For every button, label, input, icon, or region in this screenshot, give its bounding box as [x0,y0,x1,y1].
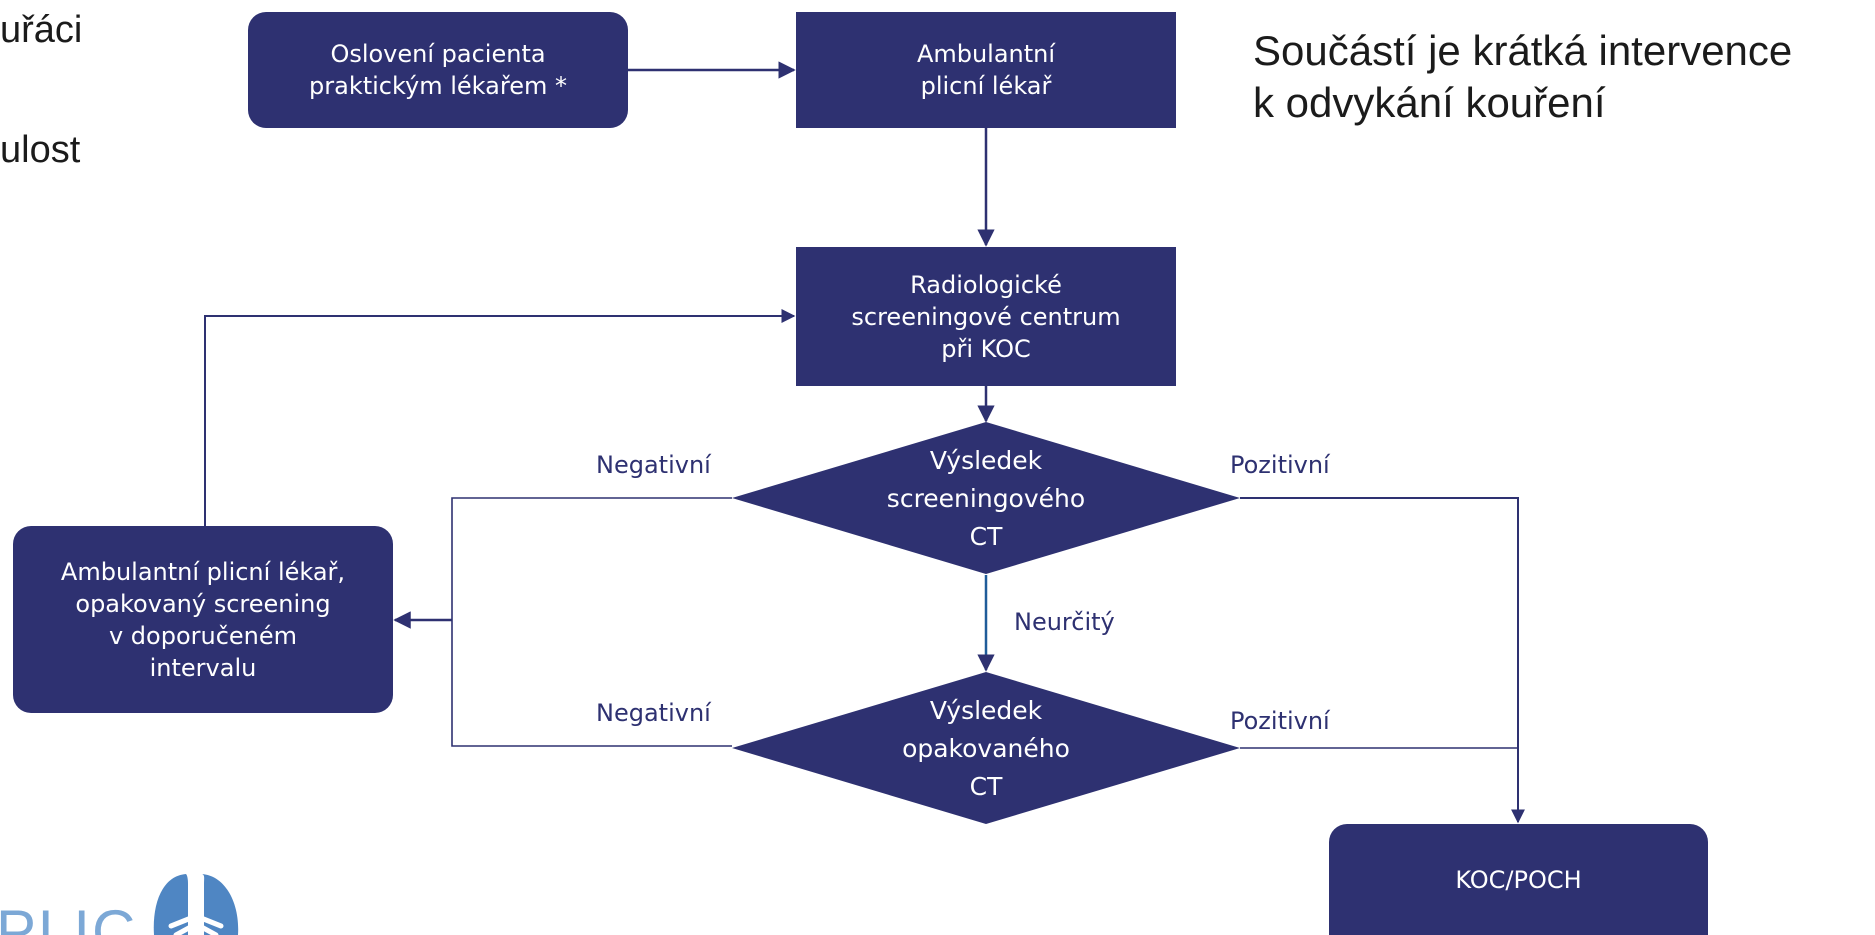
node-followup-line-1: Ambulantní plicní lékař, [60,557,346,586]
node-radiology-center-line-2: screeningové centrum [851,302,1121,331]
diamond-screening-ct [732,422,1240,574]
diamond-screening-ct-line-3: CT [969,522,1003,551]
node-koc-poch-label: KOC/POCH [1455,865,1582,894]
connector-followup-to-radiology [204,309,796,526]
node-gp-contact: Oslovení pacienta praktickým lékařem * [248,12,628,128]
edge-label-positive-1: Pozitivní [1230,451,1330,479]
node-koc-poch: KOC/POCH [1329,824,1708,935]
cutoff-text-bottom: ulost [0,129,81,171]
node-radiology-center-line-1: Radiologické [910,270,1062,299]
diamond-screening-ct-label: Výsledek screeningového CT [866,442,1106,556]
node-pulmonologist-line-2: plicní lékař [920,72,1052,100]
node-gp-contact-line-1: Oslovení pacienta [330,40,546,68]
intervention-note: Součástí je krátká intervence k odvykání… [1253,25,1863,129]
node-pulmonologist: Ambulantní plicní lékař [796,12,1176,128]
diamond-repeat-ct-line-2: opakovaného [902,734,1070,763]
connector-screening-negative [451,497,732,747]
connector-screening-positive [1240,497,1525,824]
diamond-repeat-ct [732,672,1240,824]
note-line-1: Součástí je krátká intervence [1253,27,1793,74]
edge-label-indeterminate: Neurčitý [1014,608,1115,636]
edge-label-negative-2: Negativní [596,699,711,727]
cutoff-text-top: uřáci [0,9,83,51]
diamond-screening-ct-line-1: Výsledek [929,446,1043,475]
edge-label-negative-1: Negativní [596,451,711,479]
node-radiology-center-line-3: při KOC [941,334,1031,363]
edge-label-positive-2: Pozitivní [1230,707,1330,735]
diamond-screening-ct-line-2: screeningového [886,484,1086,513]
organization-logo: PLIC [0,868,260,935]
diamond-repeat-ct-line-3: CT [969,772,1003,801]
node-followup: Ambulantní plicní lékař, opakovaný scree… [13,526,393,713]
node-followup-line-4: intervalu [149,653,257,682]
node-pulmonologist-line-1: Ambulantní [916,40,1056,68]
node-radiology-center: Radiologické screeningové centrum při KO… [796,247,1176,386]
logo-wordmark: PLIC [0,898,138,935]
node-followup-line-2: opakovaný screening [75,589,331,618]
diamond-repeat-ct-label: Výsledek opakovaného CT [866,692,1106,806]
node-followup-line-3: v doporučeném [108,621,298,650]
diamond-repeat-ct-line-1: Výsledek [929,696,1043,725]
note-line-2: k odvykání kouření [1253,79,1606,126]
node-gp-contact-line-2: praktickým lékařem * [309,72,567,100]
lungs-icon [153,874,239,935]
